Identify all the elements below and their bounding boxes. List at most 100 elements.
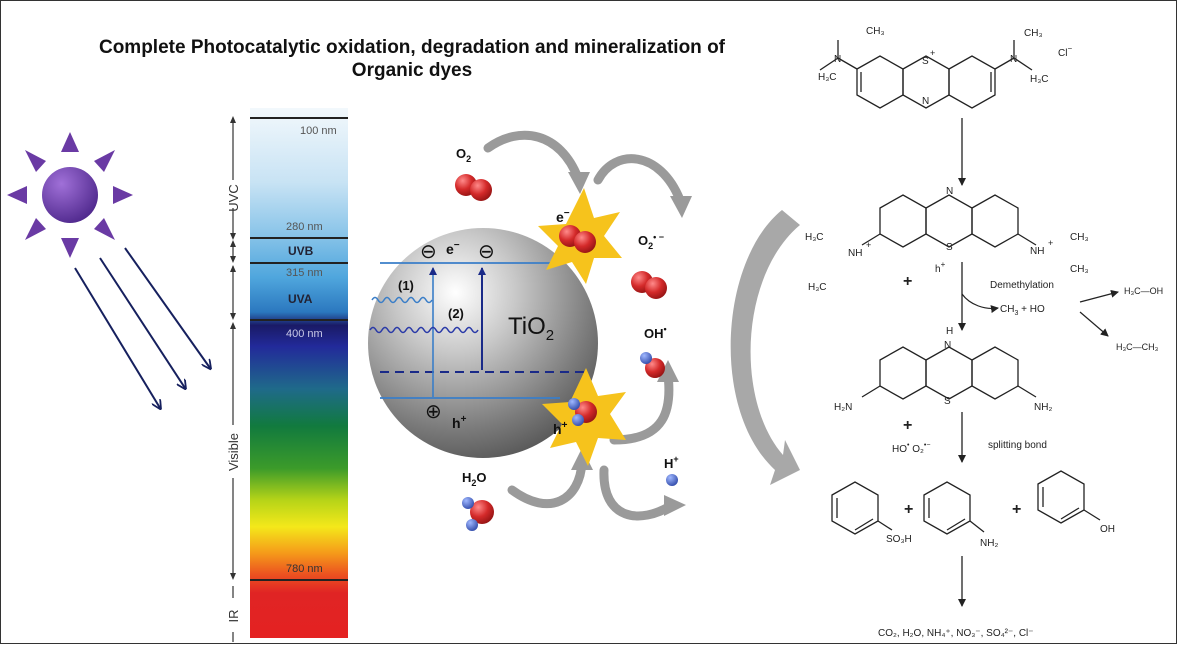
band-uvb: UVB [288, 244, 314, 258]
mb-counterion: Cl− [1058, 44, 1072, 59]
title-line-2: Organic dyes [351, 60, 473, 81]
hydroxyl-label: OH• [644, 324, 667, 341]
int1-group: NH [1030, 246, 1044, 257]
band-ir: IR [226, 610, 241, 623]
light-ray [124, 247, 210, 368]
product-aniline [923, 481, 985, 535]
plus-sign: + [903, 417, 912, 434]
light-ray [99, 257, 185, 388]
superoxide-molecule-icon [631, 271, 667, 299]
mb-group: N [834, 54, 841, 65]
water-label: H2O [462, 470, 487, 488]
side-product-methanol: H₃C—OH [1124, 286, 1163, 296]
mb-group: N [1010, 54, 1017, 65]
flow-arrow-hydroxyl [609, 370, 674, 445]
hole-plus-icon: ⊕ [425, 401, 442, 423]
int1-group: H₃C [808, 282, 827, 293]
mb-group: CH₃ [866, 26, 885, 37]
spectrum-bar [250, 108, 348, 638]
hydroxyl-molecule-icon [640, 352, 665, 378]
mb-group: CH₃ [1024, 28, 1043, 39]
plus-sign: + [903, 273, 912, 290]
mb-group: N [922, 96, 929, 107]
big-flow-arrow [730, 210, 800, 485]
intermediate-1-structure [861, 194, 1037, 248]
mb-group: + [930, 48, 935, 58]
int1-group: H₃C [805, 232, 824, 243]
flow-arrow-superoxide [593, 154, 685, 205]
mb-group: H₃C [1030, 74, 1049, 85]
flow-arrow-water [507, 457, 587, 509]
wavelength-400: 400 nm [286, 328, 323, 340]
product-benzenesulfonic [831, 481, 893, 535]
final-products: CO₂, H₂O, NH₄⁺, NO₃⁻, SO₄²⁻, Cl⁻ [878, 628, 1034, 639]
proton-icon [666, 474, 678, 486]
int1-group: + [866, 240, 871, 250]
light-rays [74, 247, 210, 408]
splitting-label: splitting bond [988, 440, 1047, 451]
int2-group: NH₂ [1034, 402, 1052, 413]
side-product-ethane: H₃C—CH₃ [1116, 342, 1159, 352]
side-arrow [1079, 311, 1109, 337]
o2-on-star-icon [559, 225, 596, 253]
flow-arrows [483, 130, 685, 521]
hole-label: h+ [452, 414, 467, 431]
band-uvc: UVC [226, 184, 241, 211]
mb-group: H₃C [818, 72, 837, 83]
water-on-star-icon [568, 398, 597, 426]
transition-label-1: (1) [398, 278, 414, 293]
band-visible: Visible [226, 433, 241, 471]
wavelength-780: 780 nm [286, 563, 323, 575]
int1-group: NH [848, 248, 862, 259]
mb-group: S [922, 56, 929, 67]
int2-group: N [944, 340, 951, 351]
hole-reagent: h+ [935, 260, 946, 275]
band-uva: UVA [288, 292, 313, 306]
title-line-1: Complete Photocatalytic oxidation, degra… [98, 37, 726, 58]
int1-group: CH₃ [1070, 264, 1089, 275]
int2-group: H [946, 326, 953, 337]
methylene-blue-structure [819, 40, 1033, 109]
flow-arrow-o2 [483, 130, 583, 183]
wavelength-100: 100 nm [300, 125, 337, 137]
transition-label-2: (2) [448, 306, 464, 321]
int1-group: S [946, 242, 953, 253]
electron-minus-icon: ⊖ [478, 241, 495, 263]
flow-arrow-proton [599, 465, 677, 521]
int1-group: CH₃ [1070, 232, 1089, 243]
star-electron-label: e− [556, 208, 570, 225]
plus-sign: + [1012, 501, 1021, 518]
photon-wave-2 [369, 326, 479, 334]
sun-icon [7, 132, 133, 258]
band-axis-arrowheads [230, 116, 236, 580]
product-phenol [1037, 470, 1101, 524]
int2-group: H₂N [834, 402, 852, 413]
demethylation-label: Demethylation [990, 280, 1054, 291]
plus-sign: + [904, 501, 913, 518]
side-arrow [1079, 289, 1119, 303]
side-arrow [961, 293, 999, 314]
wavelength-280: 280 nm [286, 221, 323, 233]
star-hole-label: h+ [553, 420, 568, 437]
sulfonic-group: SO₃H [886, 534, 912, 545]
photon-wave-1 [371, 296, 433, 304]
electron-minus-icon: ⊖ [420, 241, 437, 263]
o2-molecule-icon [455, 174, 492, 201]
hydroxy-group: OH [1100, 524, 1115, 535]
wavelength-315: 315 nm [286, 267, 323, 279]
light-ray [74, 267, 160, 408]
splitting-reagents: HO• O₂•− [892, 442, 930, 455]
intermediate-2-structure [861, 346, 1037, 400]
amine-group: NH₂ [980, 538, 998, 549]
superoxide-label: O2• − [638, 232, 664, 251]
demethylation-products: CH3 + HO [1000, 304, 1045, 317]
int1-group: + [1048, 238, 1053, 248]
int2-group: S [944, 396, 951, 407]
figure-title: Complete Photocatalytic oxidation, degra… [8, 36, 816, 82]
o2-label: O2 [456, 146, 471, 164]
electron-label: e− [446, 240, 460, 257]
proton-label: H+ [664, 454, 679, 471]
particle-label: TiO2 [508, 313, 554, 344]
